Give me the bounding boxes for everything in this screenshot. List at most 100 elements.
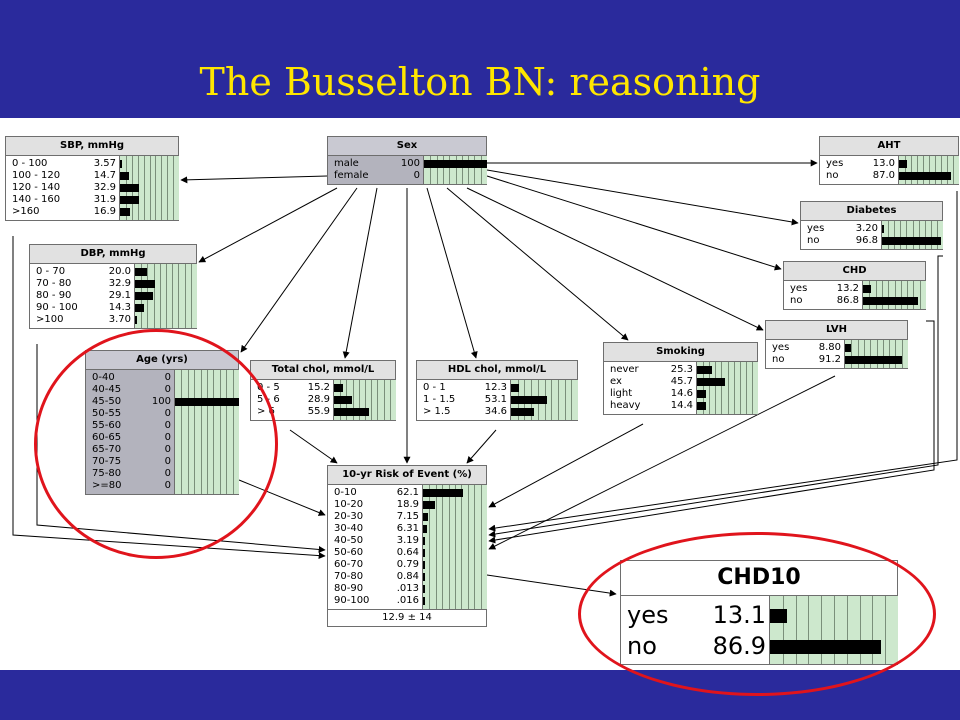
state-probability: 55.9 [307, 406, 330, 417]
state-label: 40-50 [334, 535, 364, 546]
state-probability: 0 [413, 170, 420, 181]
grid-line [462, 156, 463, 184]
state-probability: 12.3 [484, 382, 507, 393]
belief-bar [135, 292, 153, 300]
state-label: male [334, 158, 359, 169]
highlight-circle-age [34, 329, 278, 559]
state-row[interactable]: 90-100.016 [328, 595, 486, 607]
state-label: 50-60 [334, 547, 364, 558]
state-label: light [610, 388, 633, 399]
grid-line [442, 485, 443, 609]
state-label: no [790, 295, 803, 306]
belief-bar [697, 366, 712, 374]
state-label: yes [826, 158, 844, 169]
state-row[interactable]: 80-90.013 [328, 583, 486, 595]
belief-bar [424, 160, 487, 168]
grid-line [481, 485, 482, 609]
grid-line [877, 340, 878, 368]
state-label: heavy [610, 400, 641, 411]
state-probability: 31.9 [93, 194, 116, 205]
belief-bar [697, 390, 706, 398]
arrow-sex-sbp [180, 175, 328, 184]
state-probability: 25.3 [670, 364, 693, 375]
belief-bar [863, 297, 918, 305]
arrow-dbp-risk [36, 344, 326, 553]
grid-line [923, 156, 924, 184]
grid-line [155, 156, 156, 220]
grid-line [161, 156, 162, 220]
node-title: Sex [328, 137, 486, 156]
grid-line [703, 362, 704, 414]
state-probability: 14.6 [670, 388, 693, 399]
grid-line [901, 281, 902, 309]
arrow-sex-totchol [342, 187, 378, 359]
node-title: HDL chol, mmol/L [417, 361, 577, 380]
state-probability: 53.1 [484, 394, 507, 405]
grid-line [468, 485, 469, 609]
state-label: no [772, 354, 785, 365]
grid-line [888, 281, 889, 309]
state-label: no [807, 235, 820, 246]
grid-line [883, 340, 884, 368]
grid-line [437, 156, 438, 184]
grid-line [558, 380, 559, 420]
belief-bar [135, 280, 155, 288]
state-label: 0 - 5 [257, 382, 280, 393]
state-row[interactable]: light 14.6 [604, 388, 757, 400]
belief-bar [882, 237, 941, 245]
state-label: 0-10 [334, 487, 357, 498]
slide-title: The Busselton BN: reasoning [199, 60, 761, 104]
belief-bar [135, 316, 137, 324]
